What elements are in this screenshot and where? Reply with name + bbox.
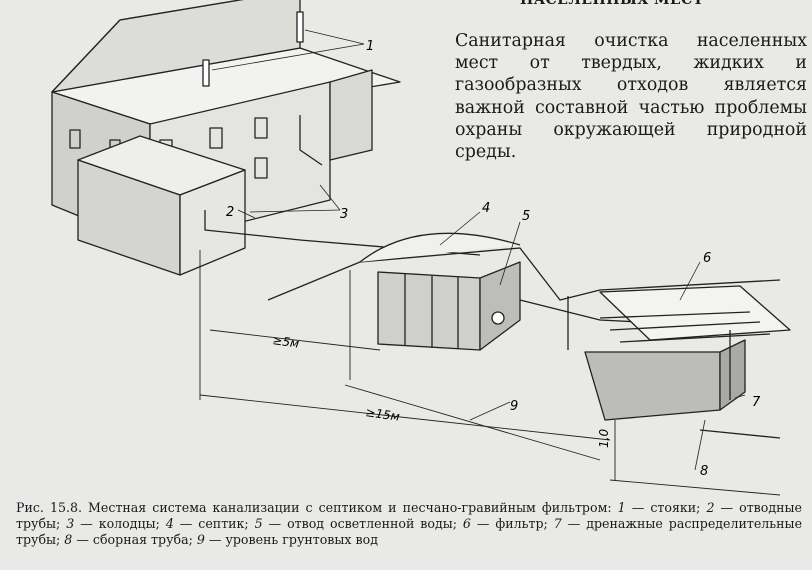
sewage-system-figure: 1 2 3 4 5 6 7 8 9 ≥5м ≥15м 1,0 xyxy=(51,0,791,496)
dimension-lines xyxy=(199,250,781,496)
label-7: 7 xyxy=(752,395,761,410)
caption-legend: 1 — стояки; 2 — отводные трубы; 3 — коло… xyxy=(16,500,802,547)
legend-item: 2 — отводные трубы; xyxy=(16,500,802,531)
legend-item: 8 — сборная труба; xyxy=(64,532,197,547)
legend-item: 7 — дренажные распределительные трубы; xyxy=(16,516,803,547)
ground-line xyxy=(267,247,781,301)
intro-paragraph: Санитарная очистка населенных мест от тв… xyxy=(455,31,807,163)
label-3: 3 xyxy=(340,207,348,222)
leader-lines xyxy=(211,29,746,471)
legend-item: 1 — стояки; xyxy=(617,500,707,515)
label-1: 1 xyxy=(366,39,374,54)
dimension-5m: ≥5м xyxy=(272,333,300,351)
legend-item: 9 — уровень грунтовых вод xyxy=(196,532,378,547)
dimension-1m: 1,0 xyxy=(597,429,611,448)
label-5: 5 xyxy=(522,209,530,224)
figure-caption: Рис. 15.8. Местная система канализации с… xyxy=(16,500,802,548)
label-4: 4 xyxy=(482,201,490,216)
legend-item: 4 — септик; xyxy=(165,516,255,531)
legend-item: 6 — фильтр; xyxy=(462,516,554,531)
shed-illustration xyxy=(77,135,246,276)
section-title: НАСЕЛЕННЫХ МЕСТ xyxy=(520,0,704,8)
label-8: 8 xyxy=(700,464,708,479)
caption-title: Рис. 15.8. Местная система канализации с… xyxy=(16,500,612,515)
label-2: 2 xyxy=(226,205,234,220)
label-6: 6 xyxy=(703,251,711,266)
legend-item: 5 — отвод осветленной воды; xyxy=(254,516,463,531)
label-9: 9 xyxy=(510,399,518,414)
dimension-15m: ≥15м xyxy=(365,405,401,424)
legend-item: 3 — колодцы; xyxy=(66,516,166,531)
septic-tank-illustration xyxy=(359,232,521,351)
filter-illustration xyxy=(567,285,791,439)
